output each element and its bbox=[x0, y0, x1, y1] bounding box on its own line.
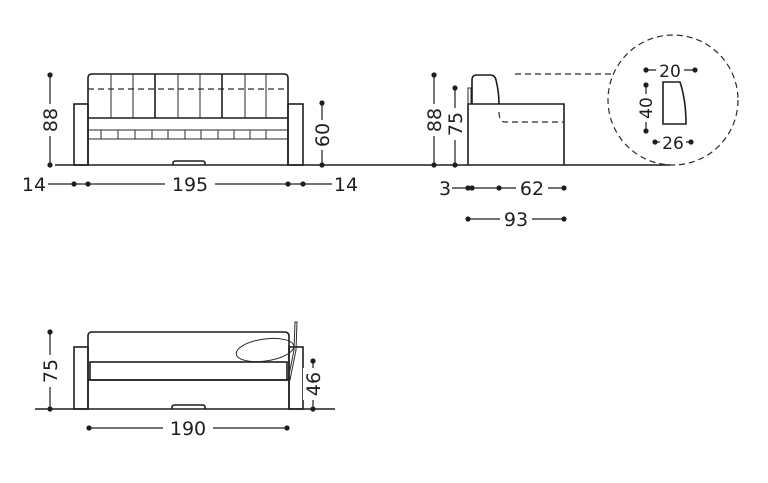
bed-view: 75 46 190 bbox=[40, 321, 325, 440]
side-view: 20 40 26 88 75 3 62 93 bbox=[424, 34, 739, 231]
dim-right-arm: 14 bbox=[334, 174, 358, 196]
dim-left-arm: 14 bbox=[22, 174, 46, 196]
drawer-handle bbox=[172, 160, 206, 165]
bed-body bbox=[87, 331, 290, 409]
dim-bed-height: 75 bbox=[40, 359, 62, 383]
backrest bbox=[471, 74, 500, 105]
back-panel bbox=[467, 87, 472, 105]
dim-side-height: 88 bbox=[424, 108, 446, 132]
bed-right-arm bbox=[288, 346, 304, 410]
dim-bed-length: 190 bbox=[170, 418, 206, 440]
dim-detail-bottom: 26 bbox=[662, 134, 684, 154]
bed-drawer-handle bbox=[171, 404, 206, 409]
dim-mattress-height: 46 bbox=[303, 372, 325, 396]
right-arm bbox=[287, 103, 304, 166]
left-arm bbox=[73, 103, 89, 166]
pillow bbox=[235, 337, 295, 363]
mattress bbox=[89, 361, 288, 381]
detail-circle bbox=[607, 34, 739, 166]
dim-detail-height: 40 bbox=[637, 97, 657, 119]
dim-front-height: 88 bbox=[40, 108, 62, 132]
dim-front-seat-height: 60 bbox=[312, 123, 334, 147]
front-view: 88 60 14 195 14 bbox=[18, 72, 362, 196]
detail-cushion-section bbox=[662, 81, 687, 125]
sofa-body bbox=[87, 73, 289, 165]
strip-ticks bbox=[100, 130, 267, 139]
headboard bbox=[287, 321, 298, 381]
side-body bbox=[467, 103, 565, 165]
side-dashed-line bbox=[498, 111, 564, 123]
dim-back-thickness: 3 bbox=[439, 178, 451, 200]
bed-left-arm bbox=[73, 346, 89, 410]
dim-back-height: 75 bbox=[445, 112, 467, 136]
dim-total-depth: 93 bbox=[504, 209, 528, 231]
cushion-dividers bbox=[110, 74, 267, 118]
dim-seat-width: 195 bbox=[172, 174, 208, 196]
dim-detail-top: 20 bbox=[659, 62, 681, 82]
dim-seat-depth: 62 bbox=[520, 178, 544, 200]
